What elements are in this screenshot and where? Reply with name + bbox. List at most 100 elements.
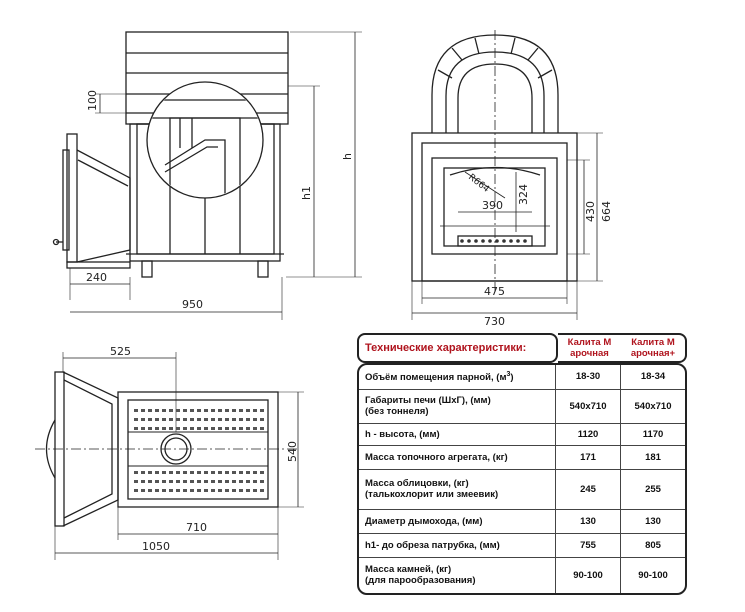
grille-slot <box>232 418 236 421</box>
row-value-1: 171 <box>555 445 621 470</box>
grille-slot <box>239 418 243 421</box>
grille-slot <box>246 489 250 492</box>
row-value-1: 18-30 <box>555 365 621 390</box>
grille-slot <box>162 409 166 412</box>
grille-slot <box>239 409 243 412</box>
grille-slot <box>225 427 229 430</box>
grille-slot <box>253 427 257 430</box>
dim-950: 950 <box>182 298 203 311</box>
grille-slot <box>155 480 159 483</box>
row-label: Масса облицовки, (кг) (талькохлорит или … <box>359 469 556 510</box>
row-label-text: Масса облицовки, (кг) (талькохлорит или … <box>365 478 499 500</box>
column-header-1-label: Калита М арочная <box>567 337 612 359</box>
row-value-2: 540х710 <box>620 389 685 424</box>
grille-slot <box>169 409 173 412</box>
grille-slot <box>176 418 180 421</box>
row-value-2: 255 <box>620 469 685 510</box>
grille-slot <box>204 418 208 421</box>
grille-slot <box>232 427 236 430</box>
door-vents <box>460 239 527 243</box>
grille-slot <box>232 471 236 474</box>
grille-slot <box>246 418 250 421</box>
grille-slot <box>176 409 180 412</box>
table-row: Масса камней, (кг) (для парообразования)… <box>359 557 685 593</box>
door-vent-hole <box>523 239 527 243</box>
grille-slot <box>204 480 208 483</box>
grille-slot <box>225 418 229 421</box>
door-vent-hole <box>516 239 520 243</box>
grille-slot <box>211 418 215 421</box>
grille-slot <box>197 427 201 430</box>
grille-slot <box>260 427 264 430</box>
door-vent-hole <box>502 239 506 243</box>
dim-100: 100 <box>86 90 99 111</box>
grille-slot <box>141 489 145 492</box>
grille-slot <box>190 427 194 430</box>
grille-slot <box>155 489 159 492</box>
grille-slot <box>148 480 152 483</box>
grille-slot <box>148 427 152 430</box>
grille-slot <box>197 409 201 412</box>
row-label: h - высота, (мм) <box>359 423 556 446</box>
row-label-text: Объём помещения парной, (м <box>365 371 507 383</box>
grille-slot <box>225 471 229 474</box>
row-value-1: 245 <box>555 469 621 510</box>
row-value-2: 1170 <box>620 423 685 446</box>
dim-664: 664 <box>600 201 613 222</box>
grille-slot <box>141 409 145 412</box>
dim-240: 240 <box>86 271 107 284</box>
grille-slot <box>155 427 159 430</box>
dim-h: h <box>341 153 354 160</box>
row-label: Масса топочного агрегата, (кг) <box>359 445 556 470</box>
grille-slot <box>204 427 208 430</box>
row-label: Масса камней, (кг) (для парообразования) <box>359 557 556 593</box>
grille-slot <box>148 471 152 474</box>
grille-slot <box>148 418 152 421</box>
column-header-1: Калита М арочная <box>557 333 621 363</box>
grille-slot <box>197 418 201 421</box>
dim-540: 540 <box>286 441 299 462</box>
front-view <box>411 30 603 320</box>
grille-slot <box>141 418 145 421</box>
grille-slot <box>155 409 159 412</box>
row-value-2: 805 <box>620 533 685 558</box>
vent-grilles <box>134 409 264 492</box>
grille-slot <box>190 489 194 492</box>
dim-710: 710 <box>186 521 207 534</box>
door-vent-hole <box>481 239 485 243</box>
grille-slot <box>225 480 229 483</box>
grille-slot <box>211 409 215 412</box>
grille-slot <box>260 480 264 483</box>
grille-slot <box>169 471 173 474</box>
specs-header: Технические характеристики: Калита М аро… <box>357 333 687 363</box>
grille-slot <box>183 489 187 492</box>
specs-table: Технические характеристики: Калита М аро… <box>357 333 687 595</box>
row-label-text: h1- до обреза патрубка, (мм) <box>365 539 500 551</box>
row-value-1: 540х710 <box>555 389 621 424</box>
grille-slot <box>134 427 138 430</box>
grille-slot <box>218 489 222 492</box>
specs-title: Технические характеристики: <box>357 333 558 363</box>
column-header-2-label: Калита М арочная+ <box>630 337 676 359</box>
dim-525: 525 <box>110 345 131 358</box>
door-vent-hole <box>460 239 464 243</box>
grille-slot <box>246 480 250 483</box>
grille-slot <box>197 489 201 492</box>
grille-slot <box>253 471 257 474</box>
grille-slot <box>211 471 215 474</box>
grille-slot <box>260 418 264 421</box>
row-value-1: 755 <box>555 533 621 558</box>
dim-324: 324 <box>517 184 530 205</box>
row-label-superscript: 3 <box>506 370 511 378</box>
door-vent-hole <box>495 239 499 243</box>
grille-slot <box>190 418 194 421</box>
grille-slot <box>260 409 264 412</box>
grille-slot <box>190 409 194 412</box>
door-vent-hole <box>509 239 513 243</box>
